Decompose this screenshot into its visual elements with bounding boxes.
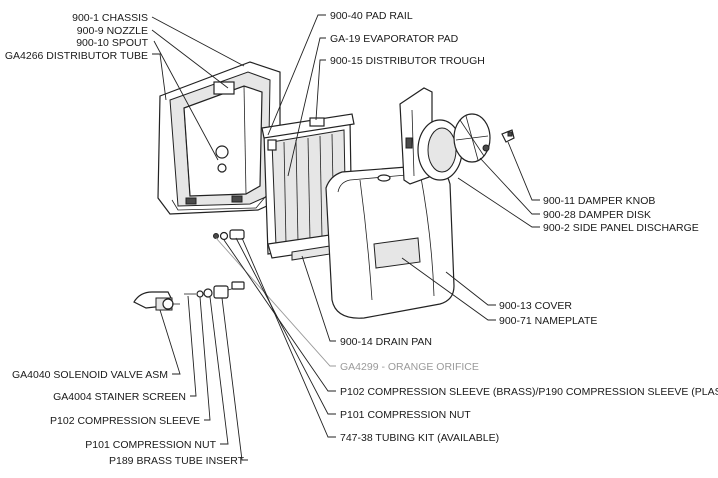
orifice-fittings-part: [213, 229, 245, 241]
label-orange-orifice: GA4299 - ORANGE ORIFICE: [340, 361, 479, 373]
label-side-panel-discharge: 900-2 SIDE PANEL DISCHARGE: [543, 222, 699, 234]
label-strainer-screen: GA4004 STAINER SCREEN: [53, 391, 186, 403]
label-tubing-kit: 747-38 TUBING KIT (AVAILABLE): [340, 432, 499, 444]
label-pad-rail: 900-40 PAD RAIL: [330, 10, 413, 22]
inlet-fittings-part: [184, 281, 245, 299]
damper-disk-part: [453, 113, 491, 163]
solenoid-valve-part: [133, 291, 180, 311]
label-drain-pan: 900-14 DRAIN PAN: [340, 336, 432, 348]
label-nozzle: 900-9 NOZZLE: [77, 25, 148, 37]
label-damper-knob: 900-11 DAMPER KNOB: [543, 195, 655, 207]
label-chassis: 900-1 CHASSIS: [72, 12, 148, 24]
label-nameplate: 900-71 NAMEPLATE: [499, 315, 597, 327]
label-compression-nut-right: P101 COMPRESSION NUT: [340, 409, 471, 421]
distributor-tube-part: [132, 101, 210, 239]
label-brass-tube-insert: P189 BRASS TUBE INSERT: [109, 455, 245, 467]
cover-part: [325, 165, 455, 319]
label-spout: 900-10 SPOUT: [76, 37, 148, 49]
label-evaporator-pad: GA-19 EVAPORATOR PAD: [330, 33, 459, 45]
damper-knob-part: [501, 129, 515, 143]
leader-lines: [151, 14, 540, 461]
chassis-part: [157, 61, 281, 215]
side-panel-discharge-part: [399, 87, 463, 185]
label-compression-sleeve-left: P102 COMPRESSION SLEEVE: [50, 415, 200, 427]
label-solenoid-valve: GA4040 SOLENOID VALVE ASM: [12, 369, 168, 381]
label-distributor-trough: 900-15 DISTRIBUTOR TROUGH: [330, 55, 485, 67]
label-cover: 900-13 COVER: [499, 300, 572, 312]
label-damper-disk: 900-28 DAMPER DISK: [543, 209, 651, 221]
label-compression-nut-left: P101 COMPRESSION NUT: [85, 439, 216, 451]
label-compression-sleeve-brass-plastic: P102 COMPRESSION SLEEVE (BRASS)/P190 COM…: [340, 386, 718, 398]
label-distributor-tube: GA4266 DISTRIBUTOR TUBE: [5, 50, 148, 62]
